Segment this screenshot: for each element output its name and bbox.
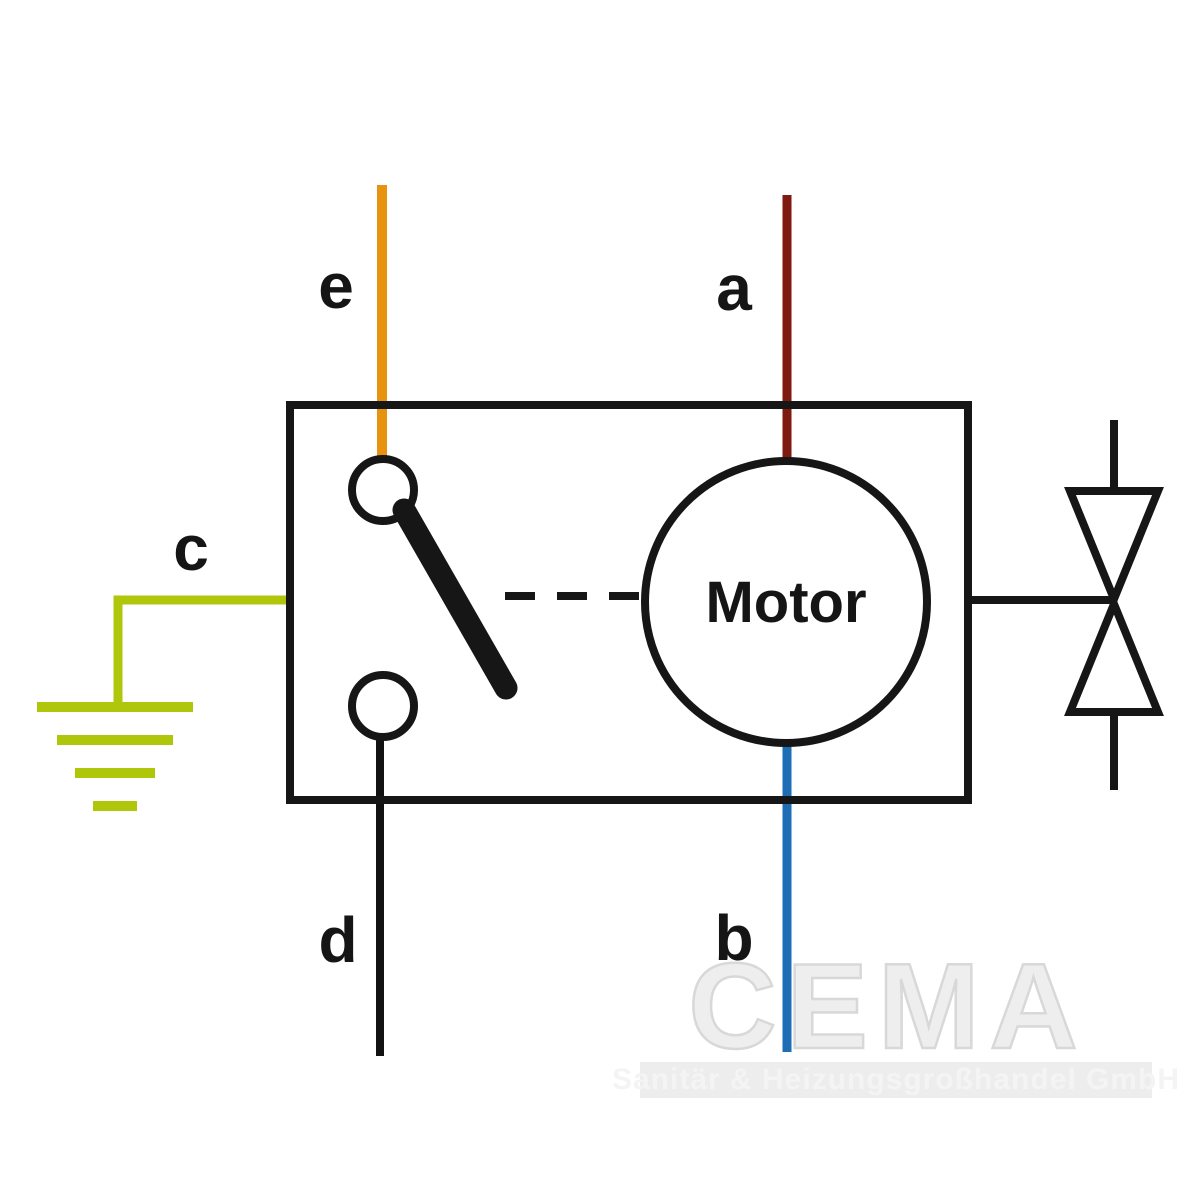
valve-triangle-top [1064,487,1164,610]
terminal-label-d: d [318,904,357,976]
terminal-label-a: a [716,252,752,324]
watermark-title: CEMA [688,938,1087,1074]
terminal-label-b: b [714,902,753,974]
switch-lever [392,498,518,700]
watermark-band [640,1062,1152,1098]
ground-symbol [37,702,193,811]
wire-c [113,595,290,704]
valve-triangle-bottom [1064,593,1164,716]
terminal-label-e: e [318,250,354,322]
motor-label: Motor [705,570,866,635]
watermark-subtitle: Sanitär & Heizungsgroßhandel GmbH [612,1063,1180,1096]
terminal-label-c: c [173,512,209,584]
motor-circle [641,457,931,747]
switch-contact-bottom [348,671,418,741]
watermark: CEMA Sanitär & Heizungsgroßhandel GmbH [612,937,1180,1098]
